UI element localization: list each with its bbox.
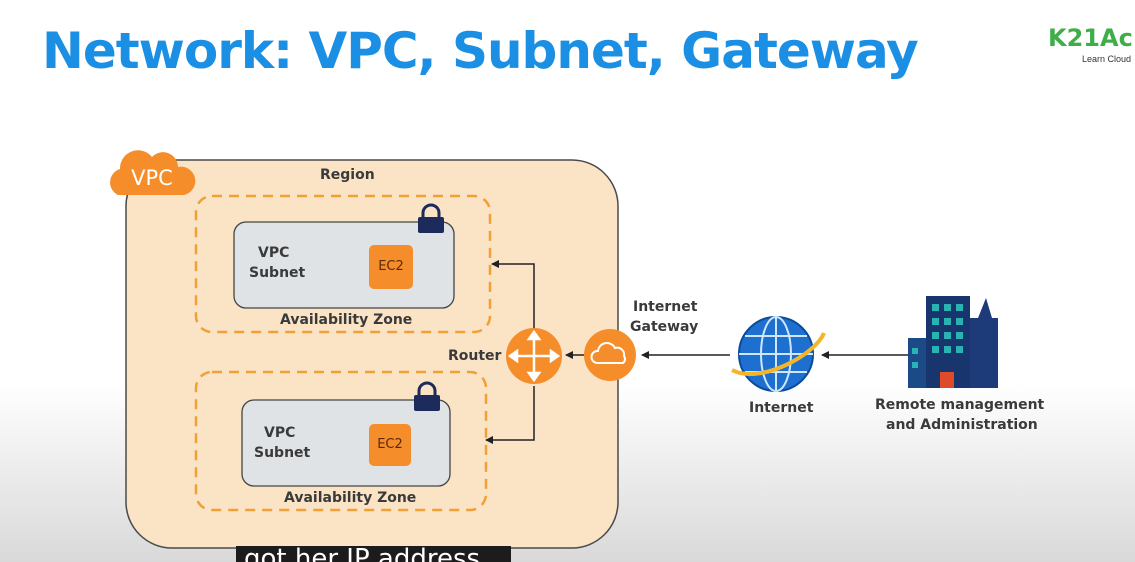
logo-text: K21Ac (1048, 24, 1133, 52)
ec2-instance-1 (369, 245, 413, 289)
subnet-label: Subnet (254, 445, 311, 461)
logo: K21Ac Learn Cloud (1046, 22, 1135, 68)
router-icon (506, 328, 562, 384)
slide-title: Network: VPC, Subnet, Gateway (42, 22, 919, 80)
video-caption: got her IP address (236, 546, 511, 562)
ec2-instance-2 (369, 424, 411, 466)
gateway-label: Gateway (630, 319, 699, 335)
caption-text: got her IP address (244, 546, 481, 562)
lock-icon (414, 381, 440, 411)
gateway-cloud-icon (584, 329, 636, 381)
buildings-icon (908, 296, 998, 388)
remote-label: and Administration (886, 417, 1038, 433)
globe-icon (731, 316, 826, 392)
subnet-label: VPC (258, 245, 290, 261)
availability-zone-2 (194, 370, 488, 512)
subnet-label: VPC (264, 425, 296, 441)
remote-label: Remote management (875, 397, 1045, 413)
availability-zone-label: Availability Zone (280, 312, 413, 328)
availability-zone-1 (194, 194, 492, 334)
vpc-badge-label: VPC (131, 166, 173, 190)
internet-label: Internet (749, 400, 814, 416)
region-label: Region (320, 167, 375, 183)
gateway-label: Internet (633, 299, 698, 315)
logo-tagline: Learn Cloud (1082, 54, 1132, 64)
lock-icon (418, 203, 444, 233)
cloud-icon (110, 150, 196, 195)
subnet-label: Subnet (249, 265, 306, 281)
router-label: Router (448, 348, 502, 364)
ec2-label: EC2 (377, 437, 403, 452)
ec2-label: EC2 (378, 259, 404, 274)
availability-zone-label: Availability Zone (284, 490, 417, 506)
